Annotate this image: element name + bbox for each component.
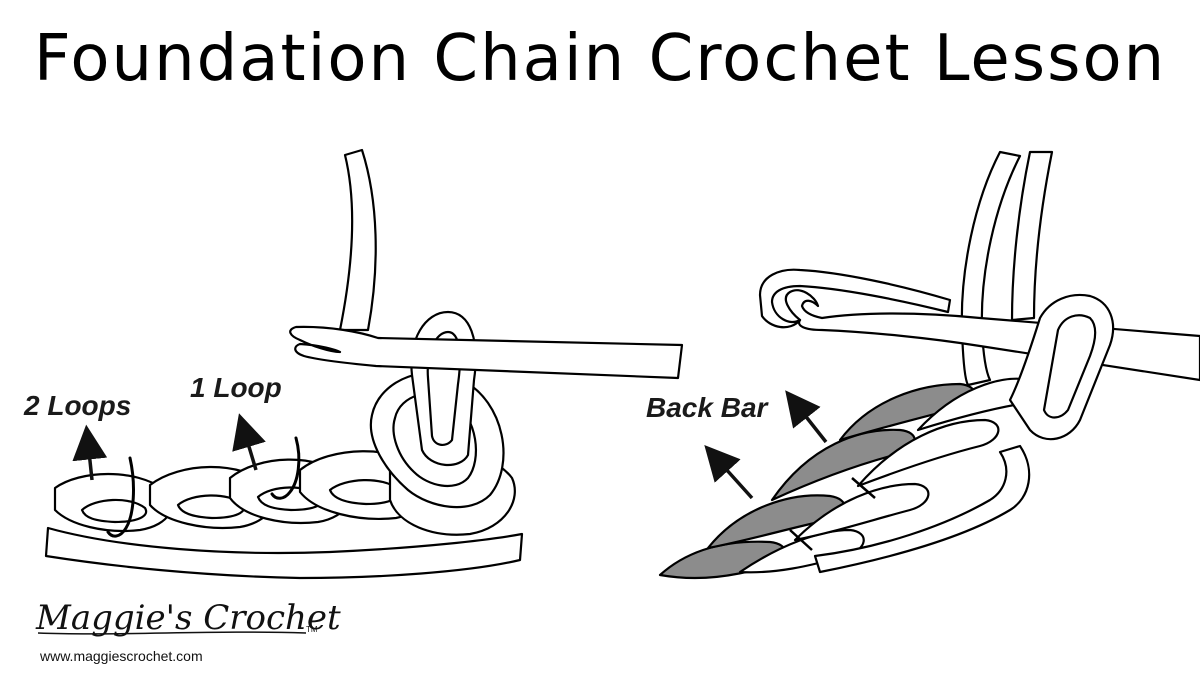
two-loops-arrow — [72, 424, 108, 481]
label-one-loop: 1 Loop — [190, 372, 282, 403]
crochet-hook-right — [784, 289, 1200, 382]
right-chain-diagram — [658, 150, 1200, 580]
brand-logo: Maggie's Crochet — [36, 598, 341, 638]
front-loop-2 — [793, 482, 930, 542]
one-loop-arrow — [232, 413, 266, 471]
logo-underline — [37, 631, 307, 635]
crochet-hook — [289, 325, 684, 380]
front-loop-3 — [856, 418, 1000, 488]
front-loop-1 — [738, 528, 865, 574]
label-two-loops: 2 Loops — [24, 390, 132, 421]
two-loops-indicator — [106, 456, 135, 538]
left-chain-diagram — [44, 148, 684, 580]
back-bar-arrow-2 — [785, 390, 828, 444]
yarn-tail — [338, 148, 377, 332]
trademark-mark: TM — [306, 625, 318, 634]
page-title: Foundation Chain Crochet Lesson — [33, 22, 1167, 96]
back-bar-arrow-1 — [704, 444, 754, 500]
one-loop-indicator — [270, 436, 301, 500]
website-url: www.maggiescrochet.com — [40, 648, 203, 664]
label-back-bar: Back Bar — [646, 392, 768, 423]
chain-base-strand — [44, 526, 524, 580]
